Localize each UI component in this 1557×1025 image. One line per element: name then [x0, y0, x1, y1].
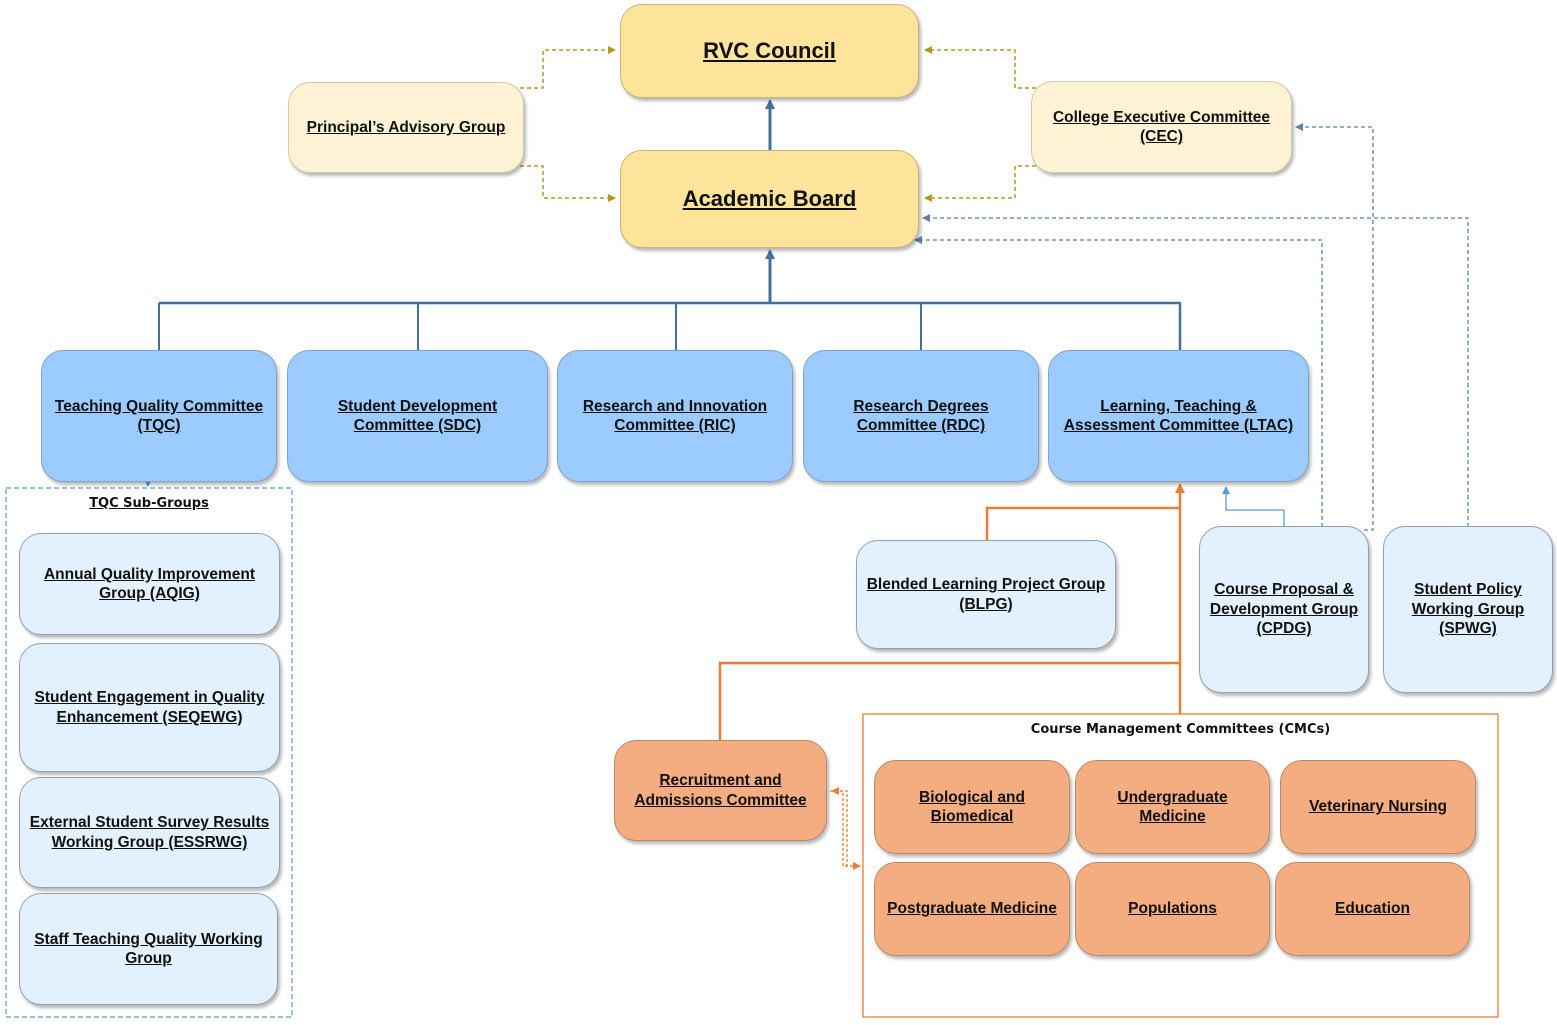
- cmc-ugm-label-line2: Medicine: [1139, 808, 1206, 825]
- cec-box[interactable]: College Executive Committee (CEC): [1031, 81, 1292, 173]
- blpg-label-line2: (BLPG): [959, 595, 1013, 613]
- rac-cmc-dashed-2: [831, 787, 858, 867]
- rvc-council-label: RVC Council: [703, 38, 836, 64]
- rac-orange-link: [718, 661, 1180, 740]
- cmc-ugm-box[interactable]: Undergraduate Medicine: [1075, 760, 1270, 854]
- rac-label-line2: Admissions Committee: [634, 791, 807, 809]
- ltac-box[interactable]: Learning, Teaching & Assessment Committe…: [1048, 350, 1309, 482]
- pag-to-council-dashed: [520, 46, 616, 89]
- blpg-orange-link: [985, 506, 1180, 541]
- stqwg-label-line1: Staff Teaching Quality Working: [34, 930, 263, 948]
- spwg-box[interactable]: Student Policy Working Group (SPWG): [1383, 526, 1553, 693]
- pag-to-board-dashed: [520, 165, 616, 202]
- academic-board-label: Academic Board: [682, 186, 857, 212]
- cmc-pgm-box[interactable]: Postgraduate Medicine: [874, 862, 1070, 956]
- stqwg-box[interactable]: Staff Teaching Quality Working Group: [19, 893, 278, 1005]
- cpdg-box[interactable]: Course Proposal & Development Group (CPD…: [1199, 526, 1369, 693]
- cmc-title: Course Management Committees (CMCs): [1030, 722, 1331, 737]
- cmc-vn-label: Veterinary Nursing: [1309, 798, 1447, 816]
- cmc-bio-label-line1: Biological and: [919, 788, 1025, 806]
- seqewg-label-line2: Enhancement (SEQEWG): [56, 708, 243, 726]
- cmc-populations-label: Populations: [1128, 900, 1217, 918]
- sdc-box[interactable]: Student Development Committee (SDC): [287, 350, 548, 482]
- rdc-box[interactable]: Research Degrees Committee (RDC): [803, 350, 1039, 482]
- tqc-box[interactable]: Teaching Quality Committee (TQC): [41, 350, 277, 482]
- aqig-label-line2: Group (AQIG): [99, 585, 200, 602]
- cpdg-label-line1: Course Proposal &: [1214, 581, 1354, 599]
- ric-label-line2: Committee (RIC): [614, 417, 736, 434]
- spwg-label-line3: (SPWG): [1439, 620, 1497, 638]
- academic-board-box[interactable]: Academic Board: [620, 150, 919, 248]
- spwg-label-line2: Working Group: [1411, 600, 1525, 618]
- tqc-label-line1: Teaching Quality Committee: [54, 397, 264, 415]
- ltac-label-line1: Learning, Teaching &: [1100, 397, 1257, 415]
- cpdg-to-ltac-arrow: [1222, 486, 1285, 527]
- cpdg-label-line2: Development Group: [1209, 600, 1359, 618]
- cmc-populations-box[interactable]: Populations: [1075, 862, 1270, 956]
- cpdg-to-board-dashed: [914, 236, 1323, 527]
- cmc-education-box[interactable]: Education: [1275, 862, 1470, 956]
- seqewg-label-line1: Student Engagement in Quality: [34, 689, 265, 707]
- principals-advisory-group-box[interactable]: Principal’s Advisory Group: [288, 82, 524, 173]
- ltac-label-line2: Assessment Committee (LTAC): [1063, 417, 1294, 434]
- essrwg-label-line2: Working Group (ESSRWG): [51, 833, 248, 851]
- sdc-label-line2: Committee (SDC): [353, 417, 482, 434]
- cmc-ugm-label-line1: Undergraduate: [1117, 788, 1228, 806]
- cmc-bio-label-line2: Biomedical: [930, 808, 1014, 825]
- cmc-vn-box[interactable]: Veterinary Nursing: [1280, 760, 1476, 854]
- cpdg-to-cec-dashed: [1295, 123, 1374, 531]
- cec-to-council-dashed: [924, 46, 1036, 89]
- cmc-education-label: Education: [1335, 900, 1410, 918]
- cmc-container: [862, 713, 1499, 1018]
- rdc-label-line2: Committee (RDC): [856, 417, 986, 434]
- cec-label-line1: College Executive Committee: [1052, 108, 1271, 126]
- spwg-label-line1: Student Policy: [1414, 581, 1522, 599]
- stqwg-label-line2: Group: [125, 950, 172, 967]
- sdc-label-line1: Student Development: [337, 397, 498, 415]
- spwg-to-board-dashed: [922, 214, 1469, 527]
- blpg-label-line1: Blended Learning Project Group: [866, 576, 1106, 594]
- ric-label-line1: Research and Innovation: [582, 397, 768, 415]
- rac-label-line1: Recruitment and: [659, 772, 782, 790]
- aqig-box[interactable]: Annual Quality Improvement Group (AQIG): [19, 533, 280, 635]
- tqc-label-line2: (TQC): [137, 417, 181, 434]
- tqc-subgroups-title: TQC Sub-Groups: [89, 496, 209, 511]
- aqig-label-line1: Annual Quality Improvement: [43, 565, 255, 583]
- rdc-label-line1: Research Degrees: [853, 397, 989, 415]
- rvc-council-box[interactable]: RVC Council: [620, 4, 919, 98]
- cmc-bio-box[interactable]: Biological and Biomedical: [874, 760, 1070, 854]
- cpdg-label-line3: (CPDG): [1256, 620, 1312, 638]
- rac-box[interactable]: Recruitment and Admissions Committee: [614, 740, 827, 841]
- seqewg-box[interactable]: Student Engagement in Quality Enhancemen…: [19, 643, 280, 772]
- principals-advisory-group-label: Principal’s Advisory Group: [306, 118, 506, 136]
- cec-label-line2: (CEC): [1139, 128, 1184, 145]
- blpg-box[interactable]: Blended Learning Project Group (BLPG): [856, 540, 1116, 649]
- essrwg-box[interactable]: External Student Survey Results Working …: [19, 777, 280, 888]
- cec-to-board-dashed: [924, 165, 1036, 202]
- ric-box[interactable]: Research and Innovation Committee (RIC): [557, 350, 793, 482]
- cmc-pgm-label: Postgraduate Medicine: [887, 900, 1057, 918]
- essrwg-label-line1: External Student Survey Results: [29, 814, 270, 832]
- rac-cmc-dashed-1: [830, 790, 861, 870]
